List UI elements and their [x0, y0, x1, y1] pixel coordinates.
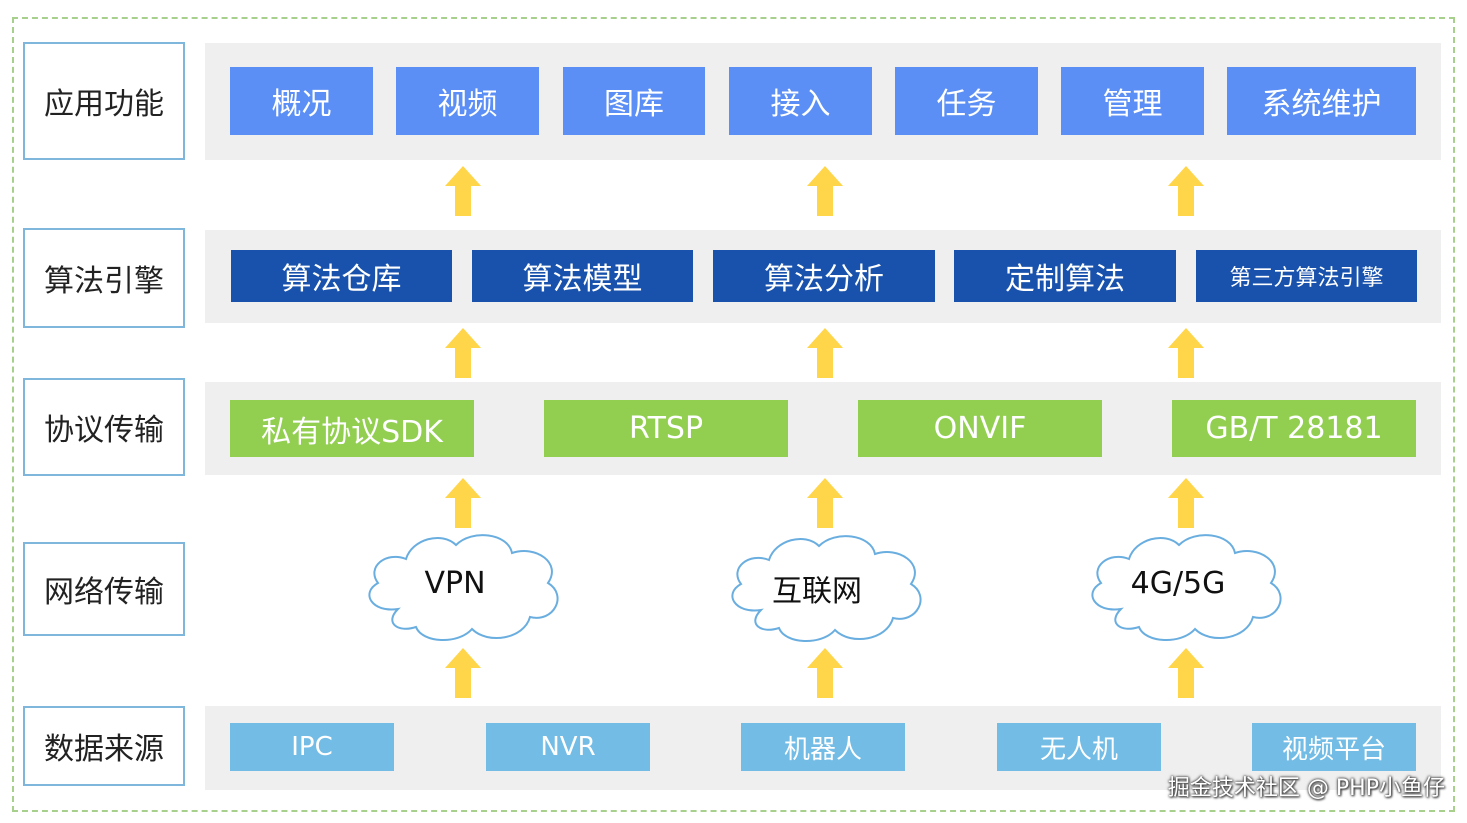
app-item-manage: 管理 — [1061, 67, 1204, 135]
arrow-up-icon — [445, 166, 481, 216]
arrow-up-icon — [1168, 478, 1204, 528]
arrow-up-icon — [1168, 648, 1204, 698]
algo-item-third-party: 第三方算法引擎 — [1196, 250, 1417, 302]
algo-item-model: 算法模型 — [472, 250, 693, 302]
layer-label-application: 应用功能 — [23, 42, 185, 160]
protocol-item-rtsp: RTSP — [544, 400, 788, 457]
network-item-4g5g: 4G/5G — [1130, 566, 1226, 601]
arrow-up-icon — [807, 166, 843, 216]
layer-label-network: 网络传输 — [23, 542, 185, 636]
app-item-maintenance: 系统维护 — [1227, 67, 1416, 135]
arrow-up-icon — [445, 478, 481, 528]
layer-label-source: 数据来源 — [23, 706, 185, 786]
app-item-overview: 概况 — [230, 67, 373, 135]
arrow-up-icon — [445, 328, 481, 378]
layer-label-algorithm: 算法引擎 — [23, 228, 185, 328]
app-item-access: 接入 — [729, 67, 872, 135]
source-item-nvr: NVR — [486, 723, 650, 771]
app-item-task: 任务 — [895, 67, 1038, 135]
algo-item-repository: 算法仓库 — [231, 250, 452, 302]
source-item-robot: 机器人 — [741, 723, 905, 771]
cloud-icon — [731, 535, 922, 643]
arrow-up-icon — [1168, 166, 1204, 216]
diagram-frame — [12, 17, 1455, 812]
arrow-up-icon — [807, 328, 843, 378]
watermark: 掘金技术社区 @ PHP小鱼仔 — [1167, 776, 1445, 801]
app-item-video: 视频 — [396, 67, 539, 135]
arrow-up-icon — [1168, 328, 1204, 378]
layer-label-protocol: 协议传输 — [23, 378, 185, 476]
app-item-gallery: 图库 — [563, 67, 705, 135]
algo-item-analysis: 算法分析 — [713, 250, 935, 302]
source-item-drone: 无人机 — [997, 723, 1161, 771]
cloud-icon — [368, 534, 559, 642]
algo-item-custom: 定制算法 — [954, 250, 1176, 302]
source-item-ipc: IPC — [230, 723, 394, 771]
arrow-up-icon — [807, 648, 843, 698]
protocol-item-sdk: 私有协议SDK — [230, 400, 474, 457]
network-item-internet: 互联网 — [772, 574, 862, 609]
protocol-item-gbt28181: GB/T 28181 — [1172, 400, 1416, 457]
arrow-up-icon — [807, 478, 843, 528]
cloud-icon — [1091, 534, 1282, 642]
arrow-up-icon — [445, 648, 481, 698]
protocol-item-onvif: ONVIF — [858, 400, 1102, 457]
network-item-vpn: VPN — [424, 566, 486, 601]
source-item-video-platform: 视频平台 — [1252, 723, 1416, 771]
